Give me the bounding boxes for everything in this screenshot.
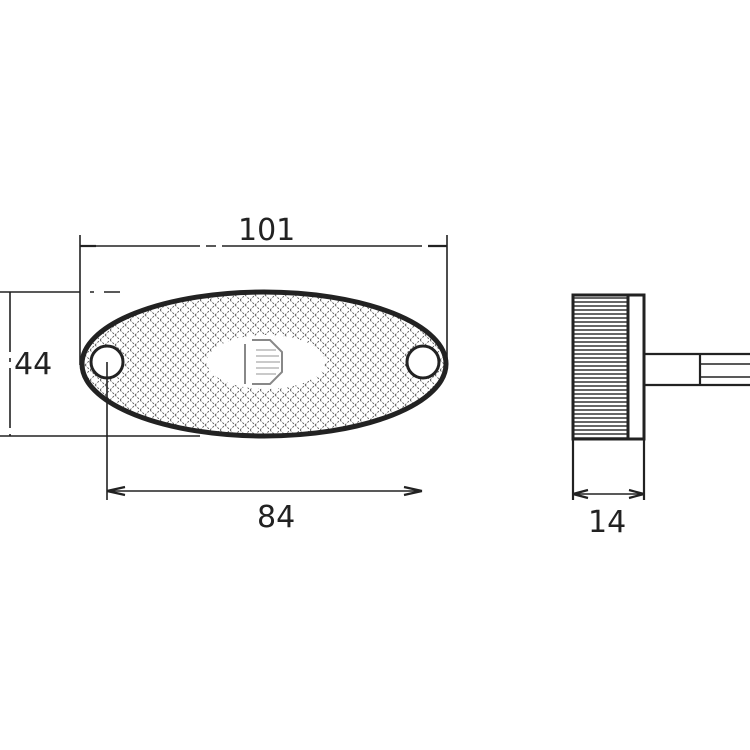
lens-ribs	[256, 349, 280, 375]
lens-symbol	[244, 339, 283, 385]
depth-label: 14	[588, 505, 626, 540]
dimension-overall-length: 101	[79, 213, 448, 365]
side-lens-ribs	[571, 293, 630, 441]
side-housing-lower	[571, 437, 646, 500]
right-mounting-hole	[405, 344, 441, 380]
front-view	[79, 289, 449, 439]
dimension-height: 44	[0, 291, 200, 437]
side-base-plate	[626, 293, 646, 441]
height-label: 44	[14, 347, 52, 382]
hole-spacing-label: 84	[257, 500, 295, 535]
side-view: 14	[571, 293, 750, 540]
cable	[644, 352, 750, 387]
overall-length-label: 101	[238, 213, 295, 248]
dimension-hole-spacing: 84	[106, 362, 423, 535]
